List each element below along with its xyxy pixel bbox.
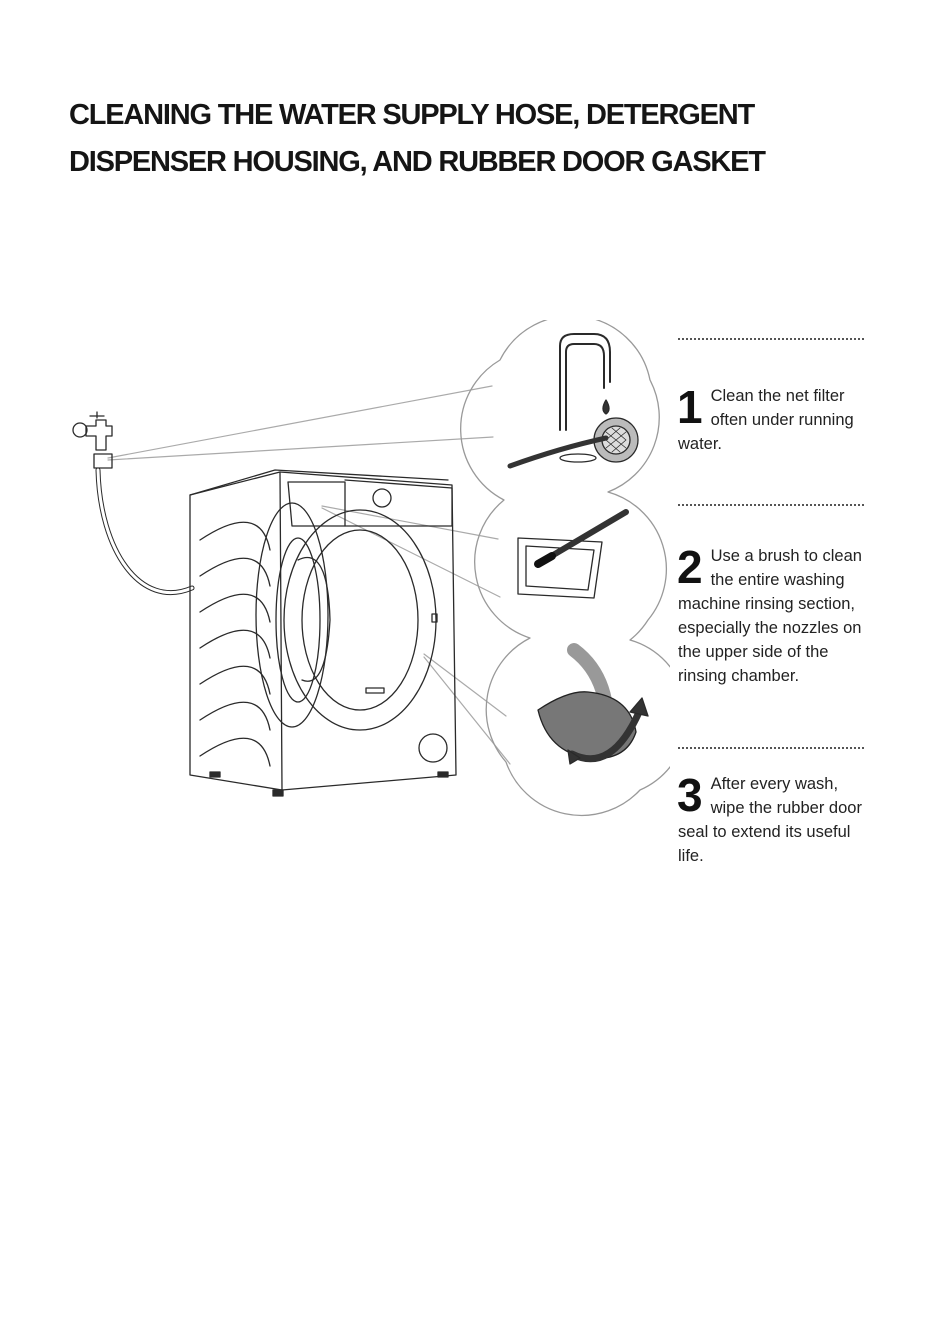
step-2-number: 2 — [677, 541, 703, 593]
brush-icon — [517, 509, 629, 599]
step-1-number: 1 — [677, 381, 703, 433]
step-3-number: 3 — [677, 769, 703, 821]
step-2-text: Use a brush to clean the entire washing … — [678, 547, 862, 685]
callout-lines — [107, 385, 511, 765]
net-filter-icon — [507, 333, 639, 469]
step-1-text: Clean the net filter often under running… — [678, 387, 854, 453]
rotate-arrow-icon — [537, 643, 649, 765]
water-tap-icon — [72, 411, 113, 469]
page-title: CLEANING THE WATER SUPPLY HOSE, DETERGEN… — [69, 92, 889, 186]
washing-machine-icon — [189, 469, 457, 797]
detail-circles — [460, 320, 670, 817]
page-title-line-2: DISPENSER HOUSING, AND RUBBER DOOR GASKE… — [69, 146, 766, 178]
step-2: 2 Use a brush to clean the entire washin… — [677, 541, 868, 688]
divider-3 — [678, 747, 864, 749]
step-1: 1 Clean the net filter often under runni… — [677, 381, 868, 456]
divider-2 — [678, 504, 864, 506]
divider-1 — [678, 338, 864, 340]
cleaning-illustration — [72, 320, 670, 817]
page-title-line-1: CLEANING THE WATER SUPPLY HOSE, DETERGEN… — [69, 99, 755, 131]
water-supply-hose — [95, 467, 195, 596]
step-3: 3 After every wash, wipe the rubber door… — [677, 769, 868, 868]
step-3-text: After every wash, wipe the rubber door s… — [678, 775, 862, 865]
